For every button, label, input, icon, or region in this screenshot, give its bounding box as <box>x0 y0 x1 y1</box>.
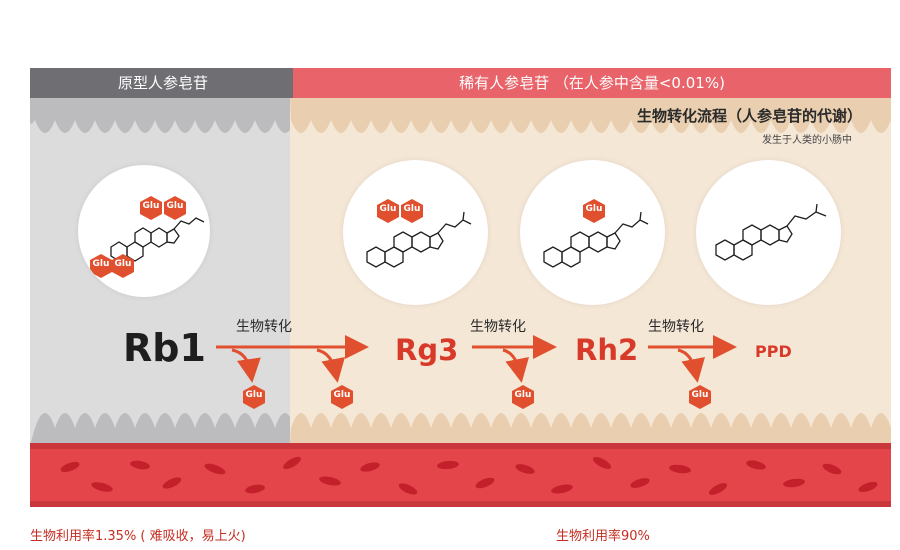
released-glu: Glu <box>687 384 713 410</box>
glu-hexagon: Glu <box>399 198 425 224</box>
villi-left-decoration <box>30 98 295 445</box>
villi-right-decoration <box>290 98 891 445</box>
glu-hexagon: Glu <box>110 253 136 279</box>
molecule-rg3 <box>366 211 472 268</box>
blood-vessel <box>30 443 891 507</box>
molecule-rh2 <box>543 211 649 268</box>
structure-circle-rh2: Glu <box>520 160 665 305</box>
molecule-ppd <box>715 203 827 261</box>
compound-name-rg3: Rg3 <box>395 333 459 367</box>
metabolism-subtitle: 生物转化流程（人参皂苷的代谢） <box>636 107 862 125</box>
arrow-release-glu-4 <box>677 348 705 383</box>
glu-hexagon: Glu <box>375 198 401 224</box>
header-rare-ginsenoside: 稀有人参皂苷 （在人参中含量<0.01%) <box>293 68 891 98</box>
glu-hexagon: Glu <box>162 195 188 221</box>
glu-hexagon: Glu <box>138 195 164 221</box>
step-label-3: 生物转化 <box>648 319 704 335</box>
structure-circle-rg3: Glu Glu <box>343 160 488 305</box>
arrow-release-glu-1 <box>231 348 261 383</box>
molecule-rb1 <box>110 217 205 262</box>
released-glu: Glu <box>241 384 267 410</box>
location-note: 发生于人类的小肠中 <box>762 135 852 146</box>
header-original-ginsenoside: 原型人参皂苷 <box>30 68 293 98</box>
blood-cells-decoration <box>30 443 891 507</box>
arrow-release-glu-3 <box>502 348 529 383</box>
structure-circle-rb1: Glu Glu Glu Glu <box>78 165 210 297</box>
glu-hexagon: Glu <box>88 253 114 279</box>
glu-hexagon: Glu <box>581 198 607 224</box>
released-glu: Glu <box>329 384 355 410</box>
step-label-2: 生物转化 <box>470 319 526 335</box>
arrow-release-glu-2 <box>316 348 345 383</box>
compound-name-rb1: Rb1 <box>123 326 206 370</box>
bioavailability-rare: 生物利用率90% <box>556 529 650 544</box>
released-glu: Glu <box>510 384 536 410</box>
step-label-1: 生物转化 <box>236 319 292 335</box>
bioavailability-original: 生物利用率1.35% ( 难吸收，易上火) <box>30 529 246 544</box>
structure-circle-ppd <box>696 160 841 305</box>
compound-name-rh2: Rh2 <box>575 333 639 367</box>
compound-name-ppd: PPD <box>755 342 792 361</box>
